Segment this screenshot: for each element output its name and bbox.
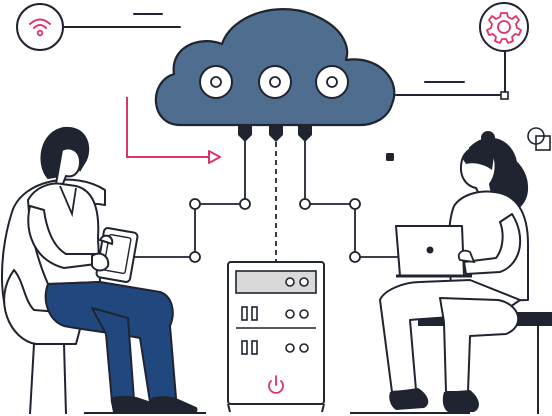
gear-icon xyxy=(479,2,529,52)
dot-marker xyxy=(386,153,394,161)
disk-icon xyxy=(258,65,292,99)
network-lines xyxy=(120,140,420,262)
decorative-lines xyxy=(63,13,509,100)
disk-icon xyxy=(199,65,233,99)
person-with-tablet xyxy=(0,126,198,415)
network-nodes xyxy=(189,198,361,263)
server-rack xyxy=(227,261,325,413)
person-with-laptop xyxy=(379,131,552,414)
cloud-connectors xyxy=(238,125,312,142)
cloud xyxy=(154,8,396,142)
pink-arrow xyxy=(126,97,221,164)
wifi-icon xyxy=(16,3,64,51)
overlapping-squares-icon xyxy=(527,127,551,151)
disk-icon xyxy=(315,65,349,99)
power-icon xyxy=(268,375,284,394)
